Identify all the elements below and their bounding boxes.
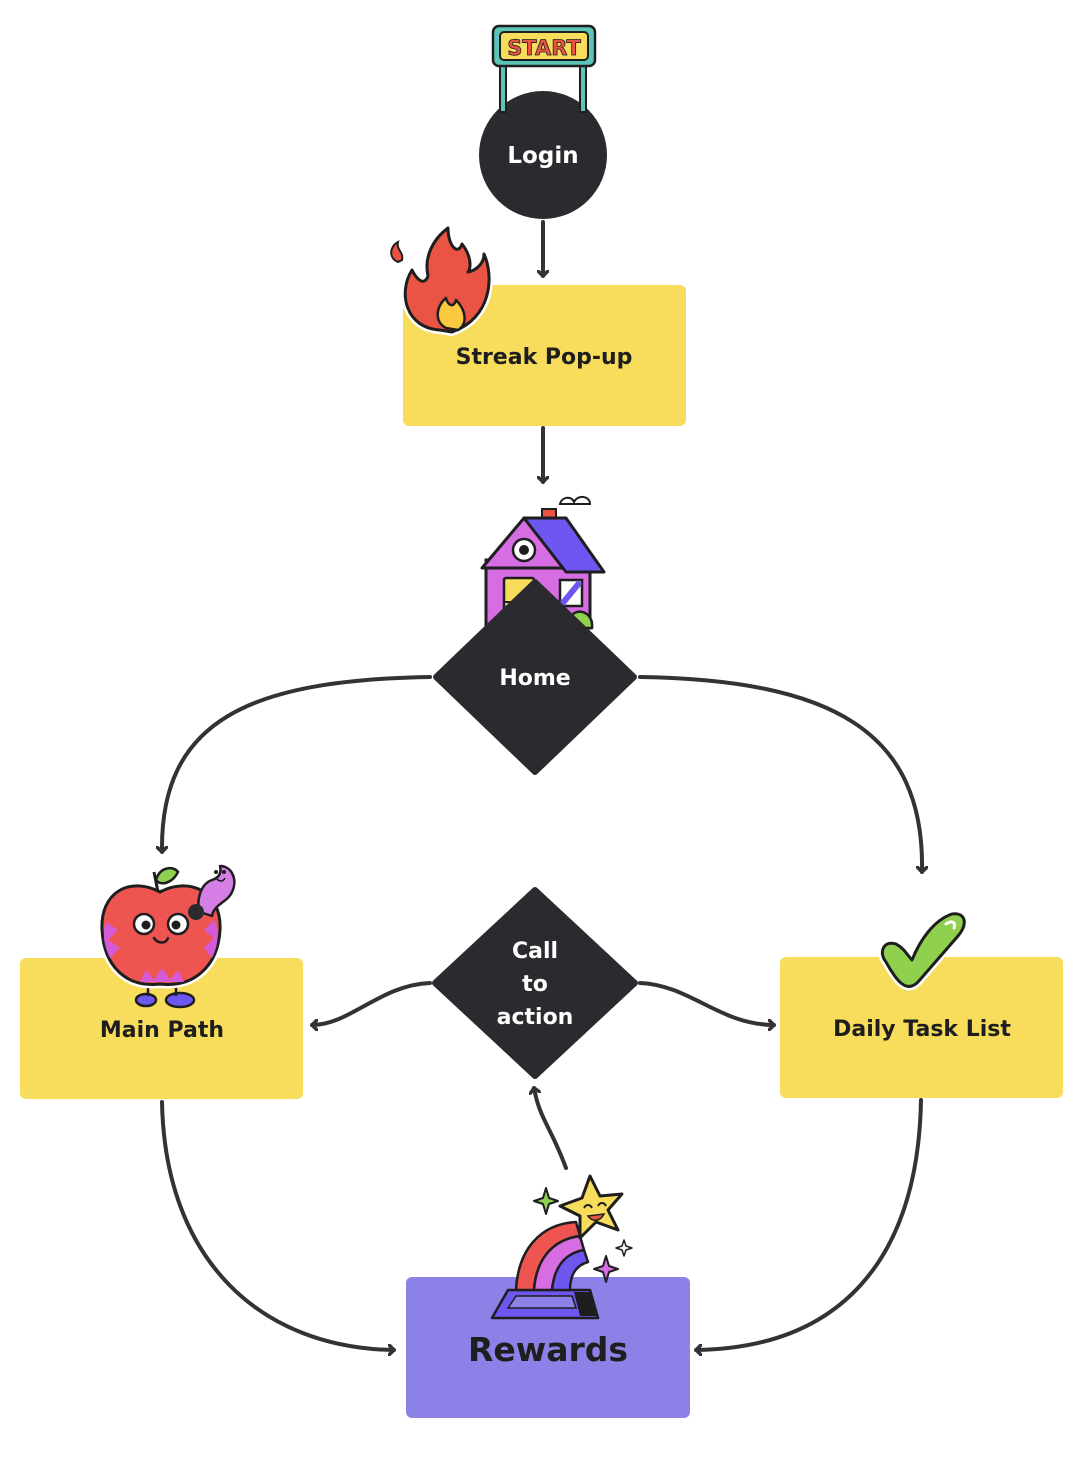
connectors — [160, 220, 923, 1350]
arrow-daily-tasks-to-rewards — [694, 1098, 923, 1350]
rewards-label: Rewards — [468, 1330, 628, 1369]
home-node[interactable]: Home — [433, 579, 637, 775]
daily-task-list-node[interactable]: Daily Task List — [780, 957, 1063, 1098]
daily-task-list-label: Daily Task List — [833, 1017, 1011, 1042]
checkmark-icon — [878, 909, 969, 991]
login-node[interactable]: Login — [479, 91, 607, 219]
arrow-cta-to-main-path — [310, 981, 432, 1025]
start-sign-text: START — [507, 36, 581, 60]
main-path-node[interactable]: Main Path — [20, 958, 303, 1099]
arrow-cta-to-daily-tasks — [638, 981, 776, 1025]
streak-popup-label: Streak Pop-up — [456, 345, 633, 370]
arrow-main-path-to-rewards — [160, 1100, 396, 1350]
call-to-action-node[interactable]: Call to action — [432, 887, 638, 1079]
shooting-star-icon — [490, 1174, 633, 1320]
arrow-home-to-main-path — [162, 675, 432, 854]
rewards-node[interactable]: Rewards — [406, 1277, 690, 1418]
login-label: Login — [507, 143, 578, 169]
arrow-home-to-daily-tasks — [638, 675, 922, 874]
main-path-label: Main Path — [100, 1018, 224, 1043]
flame-icon — [390, 224, 493, 336]
cta-label-line-2: to — [522, 972, 548, 997]
apple-worm-icon — [97, 864, 236, 1009]
arrow-rewards-to-cta — [534, 1086, 568, 1170]
start-sign-icon: START — [491, 24, 597, 113]
home-label: Home — [499, 666, 570, 691]
cta-label-line-3: action — [497, 1005, 574, 1030]
cta-label-line-1: Call — [512, 939, 558, 964]
